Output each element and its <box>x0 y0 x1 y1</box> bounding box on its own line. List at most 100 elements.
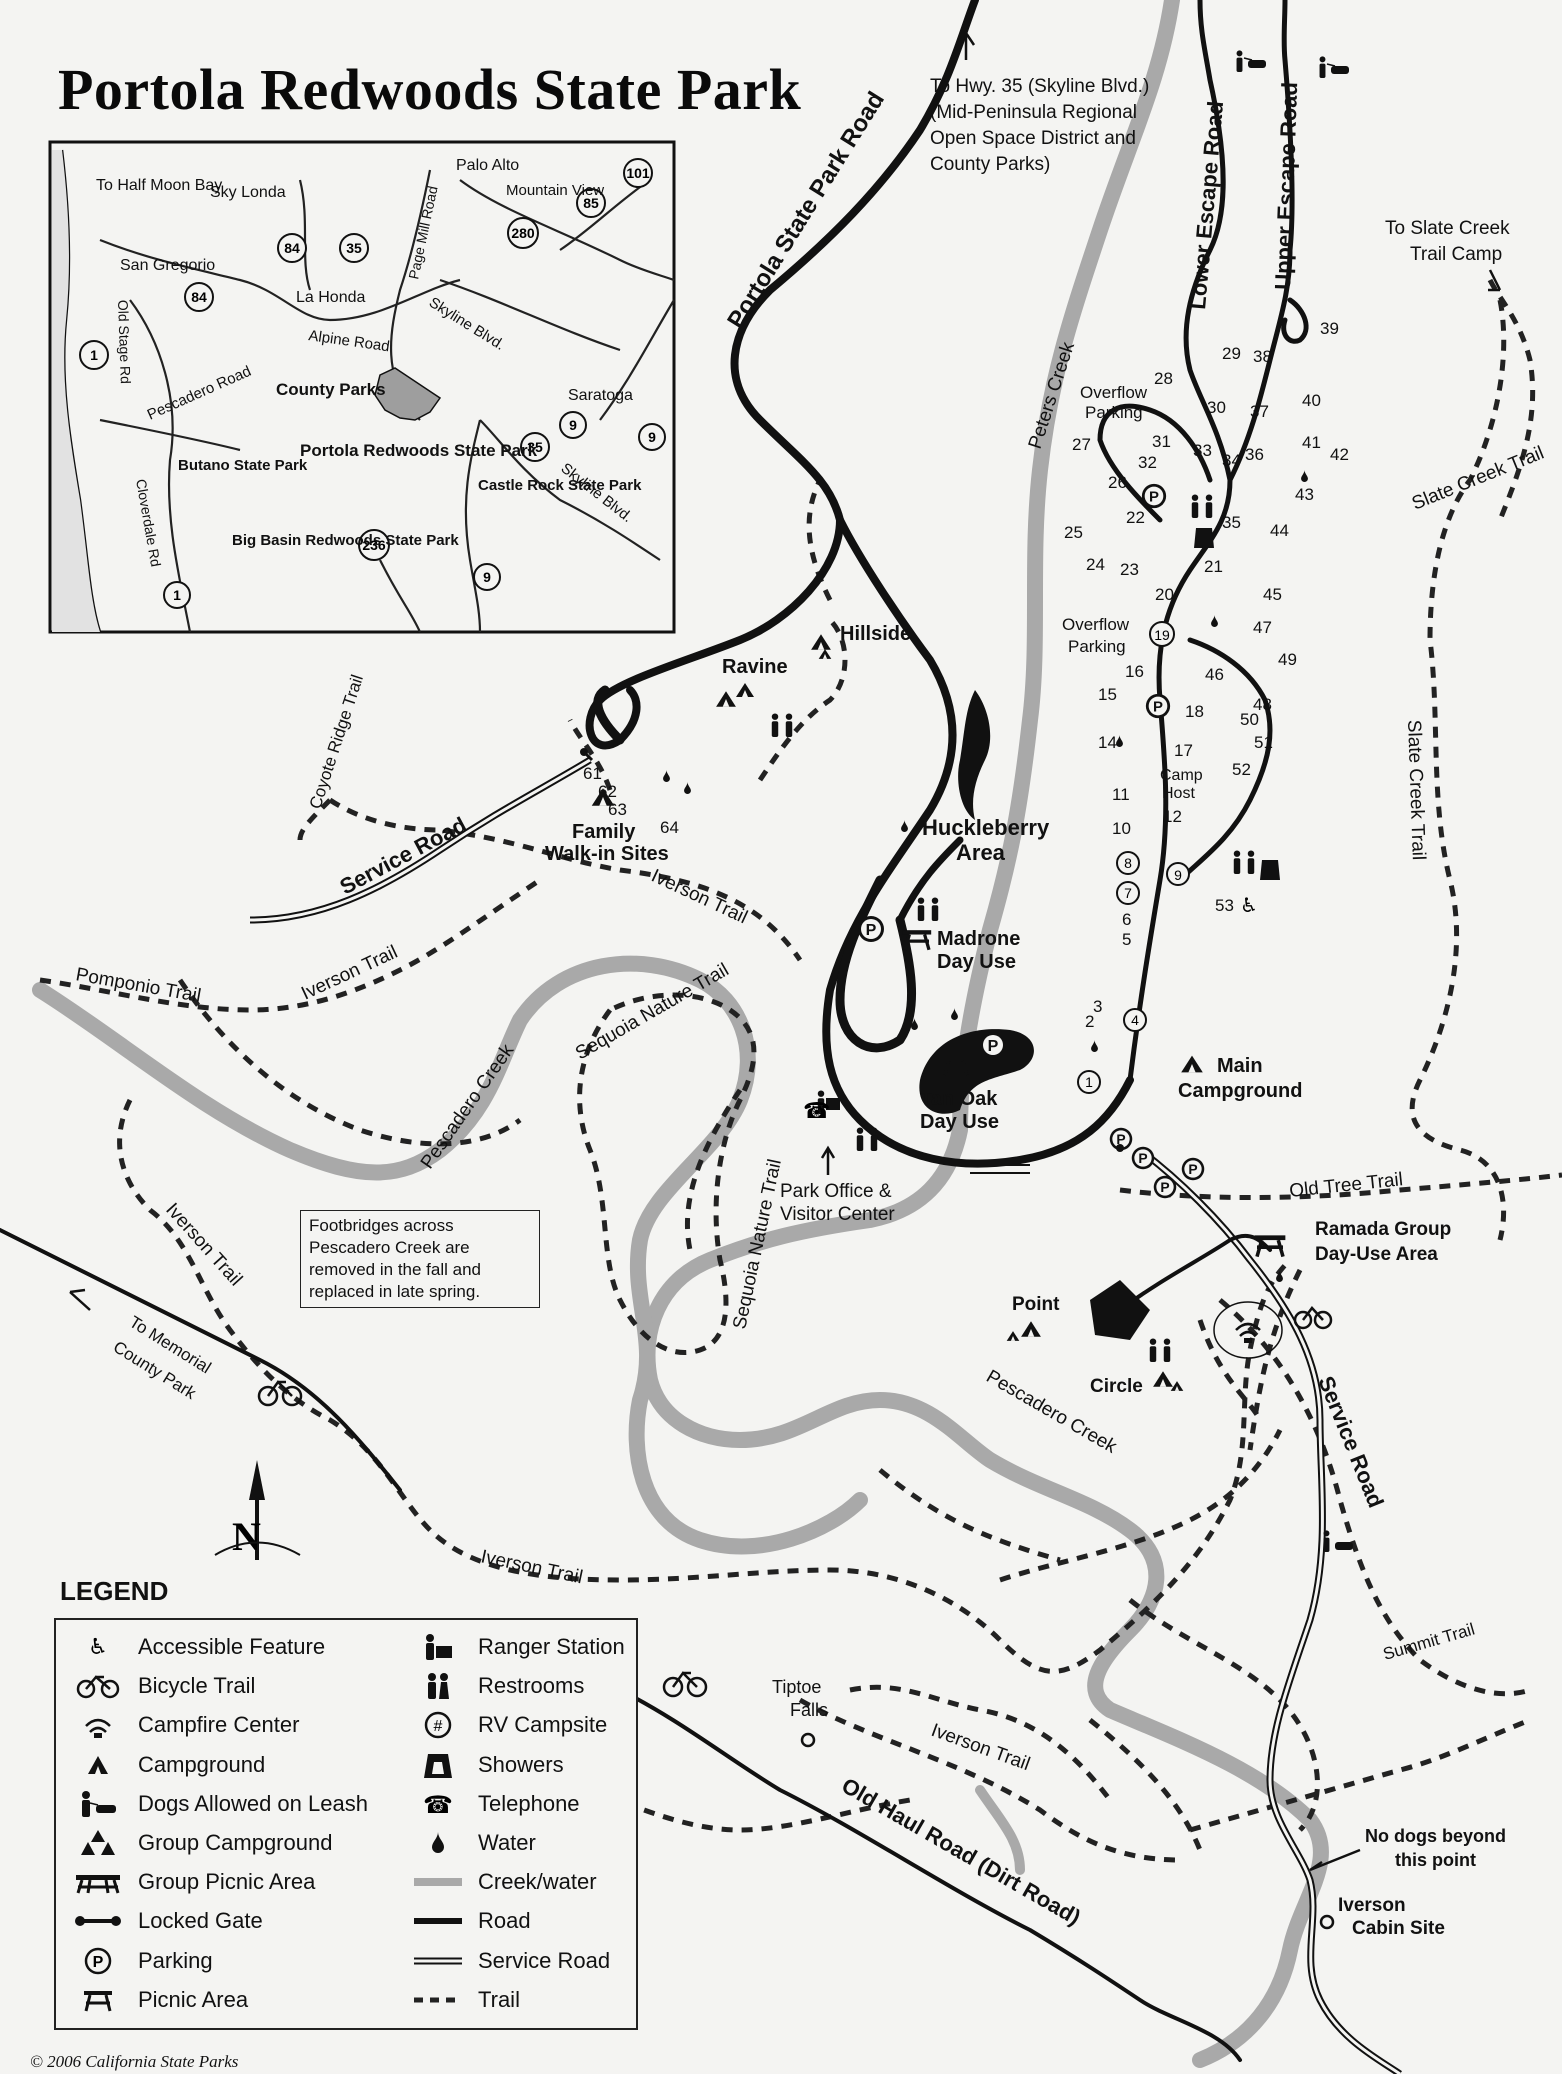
legend-item-label: Campground <box>138 1751 266 1777</box>
ravine-campground-icon <box>716 691 736 707</box>
bicycle-icon-2 <box>662 1671 708 1698</box>
legend-item-restroom: Restrooms <box>410 1671 584 1701</box>
label-family-walk-in-1: Family <box>572 821 636 843</box>
hwy-35-shield: 35 <box>339 233 369 263</box>
water-icon-a <box>901 820 908 832</box>
svg-text:84: 84 <box>191 289 207 305</box>
telephone-icon: ☎ <box>410 1789 466 1819</box>
svg-text:#: # <box>434 1718 443 1735</box>
svg-text:280: 280 <box>511 225 535 241</box>
campground-icon <box>70 1750 126 1780</box>
label-overflow-parking-1b: Parking <box>1085 403 1143 422</box>
group-picnic-icon <box>70 1867 126 1897</box>
road-layer <box>0 0 1309 2062</box>
svg-text:1: 1 <box>173 587 181 603</box>
water-icon-e <box>1091 1040 1098 1052</box>
arrow-no-dogs-icon <box>1309 1848 1361 1872</box>
legend-item-label: Bicycle Trail <box>138 1673 256 1699</box>
label-slate-creek-trail-a: Slate Creek Trail <box>1409 443 1547 515</box>
campsite-17: 17 <box>1174 741 1193 760</box>
hillside-campground-icon <box>811 634 831 650</box>
label-iverson-cabin-1: Iverson <box>1338 1895 1406 1916</box>
parking-icon-c <box>1181 1157 1205 1181</box>
legend-item-ranger: Ranger Station <box>410 1632 625 1662</box>
accessible-icon: ♿ <box>70 1632 126 1662</box>
svg-text:19: 19 <box>1154 627 1170 643</box>
legend-item-label: Picnic Area <box>138 1986 249 2012</box>
legend-item-creek: Creek/water <box>410 1867 597 1897</box>
campsite-45: 45 <box>1263 585 1282 604</box>
water-icon-b <box>663 770 670 782</box>
label-service-road: Service Road <box>336 812 471 900</box>
label-point: Point <box>1012 1294 1060 1315</box>
campsite-11: 11 <box>1112 785 1130 804</box>
svg-text:1: 1 <box>1085 1074 1093 1090</box>
svg-text:9: 9 <box>569 417 577 433</box>
campsite-31: 31 <box>1152 432 1171 451</box>
label-overflow-parking-2a: Overflow <box>1062 615 1130 634</box>
water-icon-h <box>1301 470 1308 482</box>
campsite-41: 41 <box>1302 433 1321 452</box>
campsite-47: 47 <box>1253 618 1272 637</box>
hwy-101-shield: 101 <box>623 158 653 188</box>
hwy-9c-shield: 9 <box>473 563 501 591</box>
legend-item-locked-gate: Locked Gate <box>70 1906 263 1936</box>
group-campground-icon <box>70 1828 126 1858</box>
campsite-24: 24 <box>1086 555 1105 574</box>
ranger-station-icon <box>817 1090 840 1114</box>
campfire-center-icon <box>1235 1322 1261 1343</box>
label-upper-escape-road: Upper Escape Road <box>1270 82 1302 291</box>
label-coyote-ridge-trail: Coyote Ridge Trail <box>306 672 367 811</box>
inset-label-butano: Butano State Park <box>178 457 308 474</box>
label-overflow-parking-1a: Overflow <box>1080 383 1148 402</box>
label-tan-oak-1: Tan Oak <box>920 1088 998 1110</box>
label-iverson-trail-1: Iverson Trail <box>648 865 751 928</box>
svg-text:236: 236 <box>362 537 386 553</box>
campground-restroom-icon <box>1191 494 1199 518</box>
label-tiptoe-falls-2: Falls <box>790 1700 828 1720</box>
rv-icon: # <box>410 1710 466 1740</box>
label-portola-state-park-road: Portola State Park Road <box>722 87 890 333</box>
campground-restroom-icon-2 <box>1205 494 1213 518</box>
legend-item-label: Creek/water <box>478 1869 597 1895</box>
hwy-236-shield: 236 <box>358 529 390 561</box>
campsite-64: 64 <box>660 818 679 837</box>
hwy-9b-shield: 9 <box>638 423 666 451</box>
ranger-icon <box>410 1632 466 1662</box>
restroom-icon <box>410 1671 466 1701</box>
madrone-picnic-icon <box>901 928 933 952</box>
circle-restroom-icon <box>1149 1338 1157 1362</box>
campsite-46: 46 <box>1205 665 1224 684</box>
svg-text:♿: ♿ <box>88 1635 108 1660</box>
water-icon-g <box>1211 615 1218 627</box>
label-ramada-1: Ramada Group <box>1315 1219 1451 1240</box>
restroom-icon-a <box>1233 850 1241 874</box>
rv-campsite-7: 7 <box>1116 881 1140 905</box>
inset-label-san-gregorio: San Gregorio <box>120 257 215 274</box>
campsite-35: 35 <box>1222 513 1241 532</box>
madrone-parking-icon <box>858 916 884 942</box>
legend-item-label: Telephone <box>478 1790 580 1816</box>
campsite-2: 2 <box>1085 1012 1094 1031</box>
campsite-5: 5 <box>1122 930 1131 949</box>
hwy-1b-shield: 1 <box>163 581 191 609</box>
rv-campsite-4: 4 <box>1123 1008 1147 1032</box>
campsite-20: 20 <box>1155 585 1174 604</box>
footbridge-note: Footbridges across Pescadero Creek are r… <box>300 1210 540 1308</box>
rv-campsite-9: 9 <box>1166 862 1190 886</box>
office-restroom-icon-2 <box>870 1127 878 1151</box>
campsite-21: 21 <box>1204 557 1223 576</box>
label-iverson-trail-2: Iverson Trail <box>298 942 401 1005</box>
campsite-40: 40 <box>1302 391 1321 410</box>
campsite-6: 6 <box>1122 910 1131 929</box>
legend-item-label: Road <box>478 1908 531 1934</box>
legend-item-dog-leash: Dogs Allowed on Leash <box>70 1789 368 1819</box>
overflow-parking-1-icon <box>1141 483 1167 509</box>
campsite-28: 28 <box>1154 369 1173 388</box>
label-hillside: Hillside <box>840 623 911 645</box>
campsite-22: 22 <box>1126 508 1145 527</box>
campfire-icon <box>70 1710 126 1740</box>
inset-highway-shields: 1 84 35 280 85 101 84 9 9 35 236 9 1 <box>79 158 666 609</box>
svg-text:85: 85 <box>583 195 599 211</box>
